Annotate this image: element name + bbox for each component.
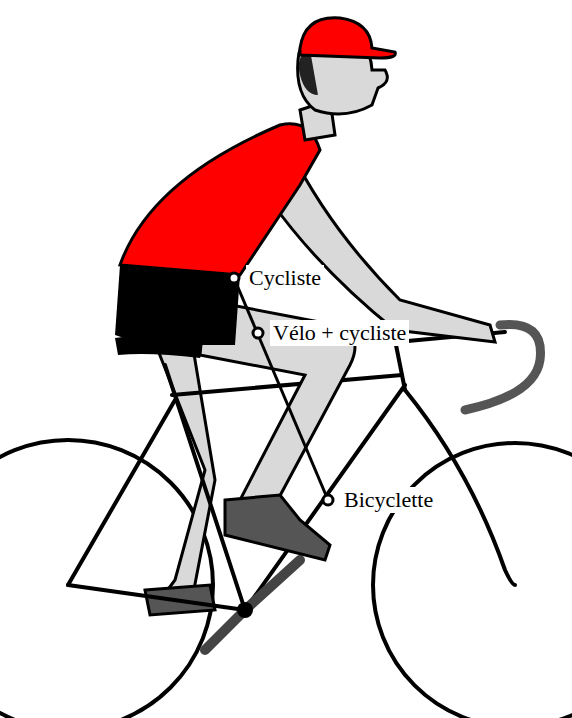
- mass-point: [323, 495, 333, 505]
- part-label: Vélo + cycliste: [270, 320, 409, 346]
- part-label: Bicyclette: [341, 487, 436, 513]
- mass-point: [253, 328, 263, 338]
- mass-point: [229, 273, 239, 283]
- part-label: Cycliste: [246, 265, 324, 291]
